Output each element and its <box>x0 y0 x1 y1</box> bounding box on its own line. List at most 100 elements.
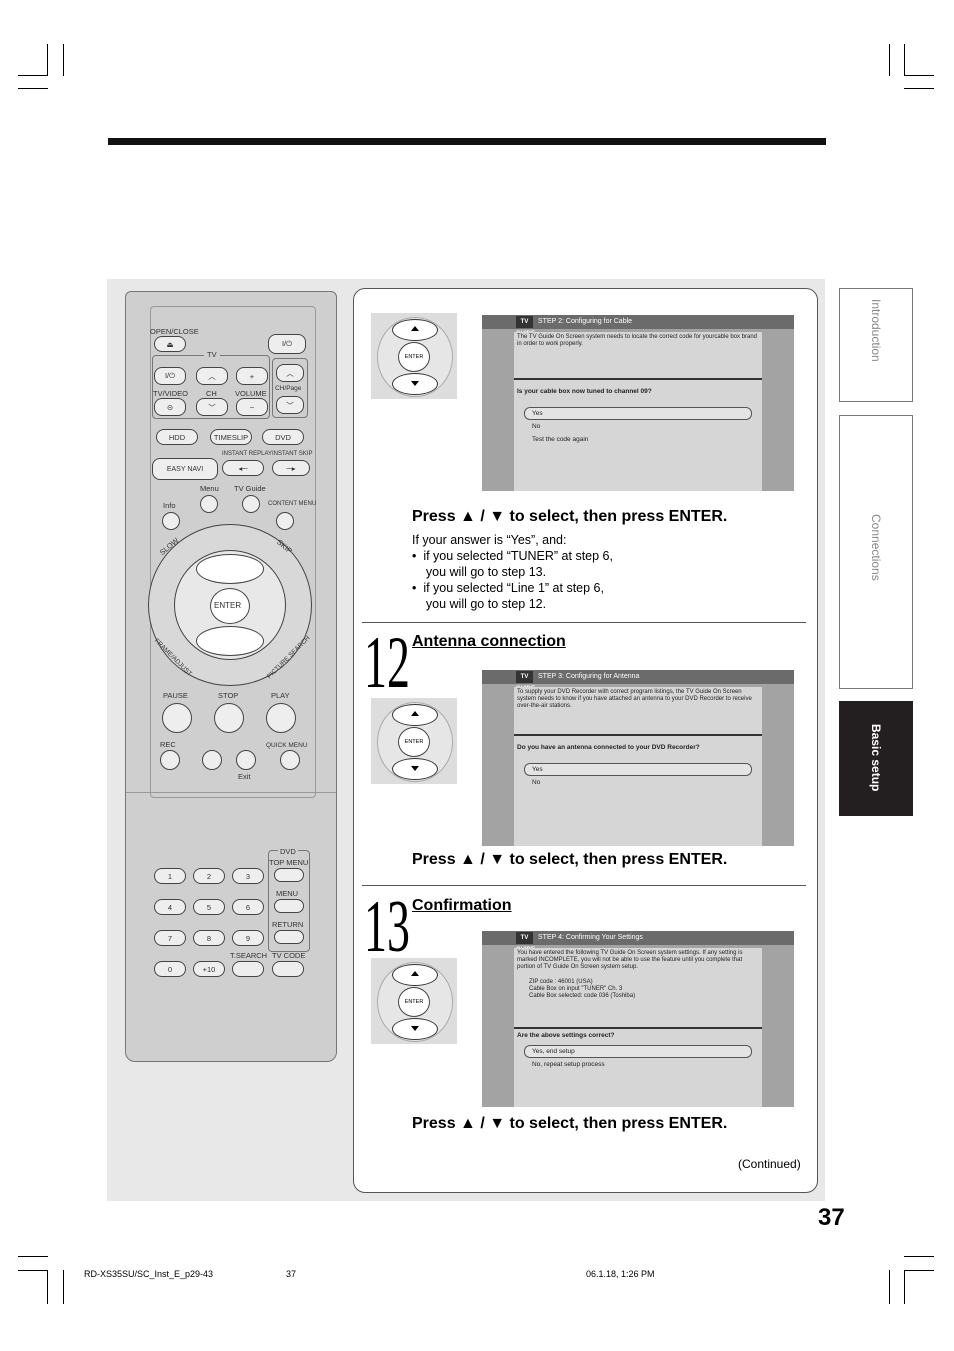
crop-mark <box>889 1270 890 1304</box>
down-arrow-icon <box>411 1026 419 1031</box>
dpad-illustration: ENTER <box>371 958 457 1044</box>
screen-body: To supply your DVD Recorder with correct… <box>514 687 762 846</box>
remote-label: T.SEARCH <box>230 951 268 960</box>
remote-label: CH/Page <box>275 385 302 392</box>
remote-divider <box>126 792 336 793</box>
screen-question: Do you have an antenna connected to your… <box>517 744 700 751</box>
selection-highlight <box>524 407 752 420</box>
dpad-down-key <box>392 758 438 780</box>
crop-mark <box>904 1256 934 1257</box>
circle-button <box>236 750 256 770</box>
step-number: 12 <box>364 622 410 704</box>
screen-details: ZIP code : 46001 (USA) Cable Box on inpu… <box>529 979 771 1000</box>
instruction-press: Press ▲ / ▼ to select, then press ENTER. <box>412 508 728 525</box>
screen-option: No <box>532 779 541 786</box>
timeslip-button: TIMESLIP <box>210 429 252 445</box>
page-up-button: ︿ <box>276 364 304 382</box>
remote-label: ENTER <box>214 601 242 610</box>
remote-label: TV <box>204 350 220 359</box>
screen-option: Yes <box>532 410 543 417</box>
remote-upper-panel <box>150 306 316 798</box>
crop-mark <box>904 75 934 76</box>
tv-guide-screen-step3: TV GUIDE STEP 3: Configuring for Antenna… <box>482 670 794 846</box>
page-number: 37 <box>818 1204 845 1231</box>
remote-label: INSTANT SKIP <box>272 451 313 457</box>
down-arrow-icon <box>411 381 419 386</box>
page-down-button: ﹀ <box>276 396 304 414</box>
screen-step-title: STEP 2: Configuring for Cable <box>538 318 633 325</box>
crop-mark <box>18 1270 48 1271</box>
remote-label: MENU <box>276 889 299 898</box>
step-divider <box>362 885 806 886</box>
header-rule <box>108 138 826 145</box>
crop-mark <box>18 75 48 76</box>
tab-label: Basic setup <box>869 724 883 792</box>
dpad-illustration: ENTER <box>371 698 457 784</box>
remote-label: QUICK MENU <box>266 742 308 749</box>
remote-label: Menu <box>200 484 219 493</box>
settings-detail: Cable Box selected: code 036 (Toshiba) <box>529 993 636 999</box>
remote-label: TV Guide <box>234 484 266 493</box>
crop-mark <box>889 44 890 76</box>
tab-label: Connections <box>869 514 883 581</box>
screen-header <box>482 931 794 945</box>
quick-menu-button <box>280 750 300 770</box>
crop-mark <box>904 1270 934 1271</box>
remote-enter-button <box>210 588 250 624</box>
tv-guide-screen-step4: TV GUIDE STEP 4: Confirming Your Setting… <box>482 931 794 1107</box>
remote-label: Exit <box>238 772 251 781</box>
key-9-button: 9 <box>232 930 264 946</box>
ch-up-button: ︿ <box>196 367 228 385</box>
footer-page: 37 <box>286 1269 297 1279</box>
tab-introduction[interactable]: Introduction <box>839 288 913 402</box>
instant-replay-button: ◂─ <box>222 460 264 476</box>
step-heading: Antenna connection <box>412 633 566 650</box>
tab-connections[interactable]: Connections <box>839 415 913 689</box>
settings-detail: Cable Box on input "TUNER" Ch. 3 <box>529 986 623 992</box>
up-arrow-icon <box>411 971 419 976</box>
key-5-button: 5 <box>193 899 225 915</box>
dpad-down-key <box>392 1018 438 1040</box>
key-4-button: 4 <box>154 899 186 915</box>
crop-mark <box>47 1270 48 1304</box>
content-menu-button <box>276 512 294 530</box>
selection-highlight <box>524 763 752 776</box>
remote-label: STOP <box>218 691 239 700</box>
screen-description: You have entered the following TV Guide … <box>517 950 743 970</box>
remote-label: RETURN <box>272 920 304 929</box>
screen-description: To supply your DVD Recorder with correct… <box>517 689 752 709</box>
footer-timestamp: 06.1.18, 1:26 PM <box>586 1269 655 1279</box>
ch-down-button: ﹀ <box>196 398 228 416</box>
crop-mark <box>904 88 934 89</box>
screen-description: The TV Guide On Screen system needs to l… <box>517 334 758 347</box>
tab-label: Introduction <box>869 299 883 362</box>
open-close-button: ⏏ <box>154 336 186 352</box>
easy-navi-label: EASY NAVI <box>166 465 204 473</box>
star-button <box>202 750 222 770</box>
key-8-button: 8 <box>193 930 225 946</box>
answer-line: • if you selected “Line 1” at step 6, <box>412 581 604 595</box>
remote-label: Info <box>163 501 176 510</box>
screen-body: You have entered the following TV Guide … <box>514 948 762 1107</box>
screen-question: Are the above settings correct? <box>517 1032 615 1039</box>
up-arrow-icon <box>411 326 419 331</box>
pause-button <box>162 703 192 733</box>
screen-option: Yes <box>532 766 543 773</box>
tab-basic-setup[interactable]: Basic setup <box>839 701 913 816</box>
tv-guide-logo: TV GUIDE <box>516 932 535 953</box>
key-plus10-button: +10 <box>193 961 225 977</box>
dpad-down-key <box>392 373 438 395</box>
remote-label: TV/VIDEO <box>153 389 189 398</box>
answer-line: you will go to step 12. <box>412 597 547 611</box>
answer-line: you will go to step 13. <box>412 565 547 579</box>
menu-button <box>200 495 218 513</box>
key-0-button: 0 <box>154 961 186 977</box>
tv-guide-button <box>242 495 260 513</box>
tv-code-button <box>272 961 304 977</box>
screen-option: No, repeat setup process <box>532 1061 605 1068</box>
crop-mark <box>18 1256 48 1257</box>
screen-header <box>482 315 794 329</box>
answer-note: If your answer is “Yes”, and: • if you s… <box>412 532 613 612</box>
remote-label: OPEN/CLOSE <box>150 327 199 336</box>
crop-mark <box>904 1270 905 1304</box>
